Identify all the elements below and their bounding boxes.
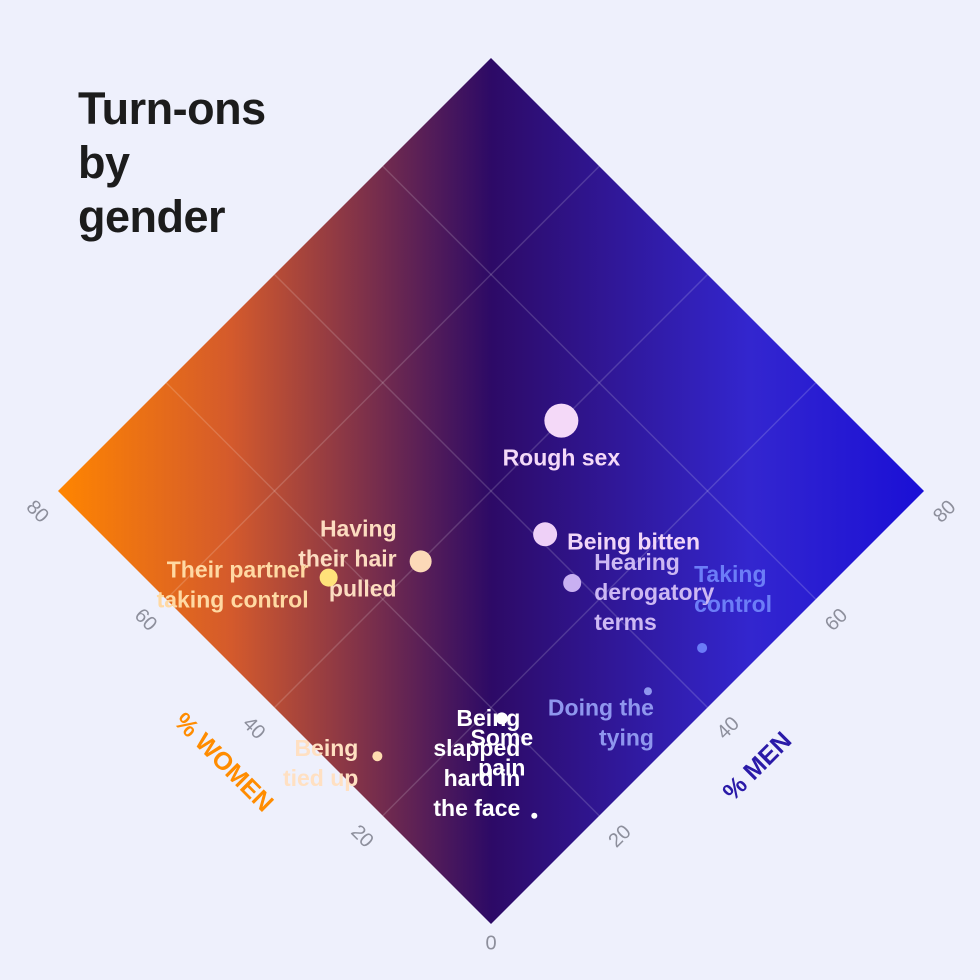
data-point <box>319 568 338 587</box>
data-point-group: Being slapped hard in the face <box>433 705 538 821</box>
y-tick-60: 60 <box>821 604 852 635</box>
data-point-group: Rough sex <box>503 403 621 471</box>
data-point-label: derogatory <box>594 579 714 605</box>
data-point-group: Taking control <box>694 561 772 653</box>
y-tick-20: 20 <box>604 821 635 852</box>
title-line-3: gender <box>78 191 226 242</box>
data-point <box>544 403 579 438</box>
data-point-label: pulled <box>329 575 397 601</box>
data-point-label: hard in <box>444 765 521 791</box>
data-point-label: taking control <box>157 587 309 613</box>
data-point-label: control <box>694 591 772 617</box>
data-point-label: Being bitten <box>567 528 700 554</box>
data-point-label: tied up <box>283 765 358 791</box>
grid-lines <box>165 165 817 817</box>
x-tick-80: 80 <box>22 496 53 527</box>
grid-line-men-20 <box>165 382 600 817</box>
data-point-label: Rough sex <box>503 445 621 471</box>
data-point <box>372 751 383 762</box>
x-tick-20: 20 <box>346 821 377 852</box>
data-point <box>533 522 558 547</box>
title-line-2: by <box>78 137 130 188</box>
data-point <box>643 687 652 696</box>
data-point-group: Some pain <box>471 712 534 780</box>
x-tick-40: 40 <box>238 713 269 744</box>
data-point <box>531 812 538 819</box>
data-point-label: pain <box>478 754 525 780</box>
data-point-label: Hearing <box>594 549 680 575</box>
data-point-label: Doing the <box>548 694 654 720</box>
chart-title: Turn-ons by gender <box>78 82 338 244</box>
data-point <box>495 712 508 725</box>
data-point-label: Having <box>320 515 397 541</box>
data-point-group: Having their hair pulled <box>298 515 432 601</box>
y-tick-40: 40 <box>713 713 744 744</box>
data-point-label: Being <box>456 705 520 731</box>
data-point-label: tying <box>599 724 654 750</box>
data-point-group: Doing the tying <box>548 687 654 750</box>
grid-line-men-40 <box>273 273 709 709</box>
data-point-label: slapped <box>433 735 520 761</box>
data-point-label: their hair <box>298 545 396 571</box>
grid-line-men-60 <box>382 165 817 600</box>
chart-diamond-background <box>58 58 924 924</box>
y-tick-80: 80 <box>929 496 960 527</box>
data-point-label: Some <box>471 724 534 750</box>
data-point-group: Their partner taking control <box>157 557 338 613</box>
data-point-label: terms <box>594 609 657 635</box>
data-point <box>697 642 708 653</box>
data-point <box>409 550 432 573</box>
tick-0: 0 <box>485 932 496 954</box>
data-point <box>563 574 582 593</box>
data-point-group: Being tied up <box>283 735 383 791</box>
data-point-label: the face <box>433 795 520 821</box>
title-line-1: Turn-ons <box>78 83 266 134</box>
grid-line-women-40 <box>273 273 709 709</box>
data-point-label: Taking <box>694 561 766 587</box>
data-point-label: Being <box>294 735 358 761</box>
grid-line-women-60 <box>165 165 600 600</box>
grid-line-women-20 <box>382 382 817 817</box>
data-point-label: Their partner <box>167 557 309 583</box>
data-point-group: Being bitten <box>533 522 700 554</box>
data-point-group: Hearing derogatory terms <box>563 549 715 635</box>
